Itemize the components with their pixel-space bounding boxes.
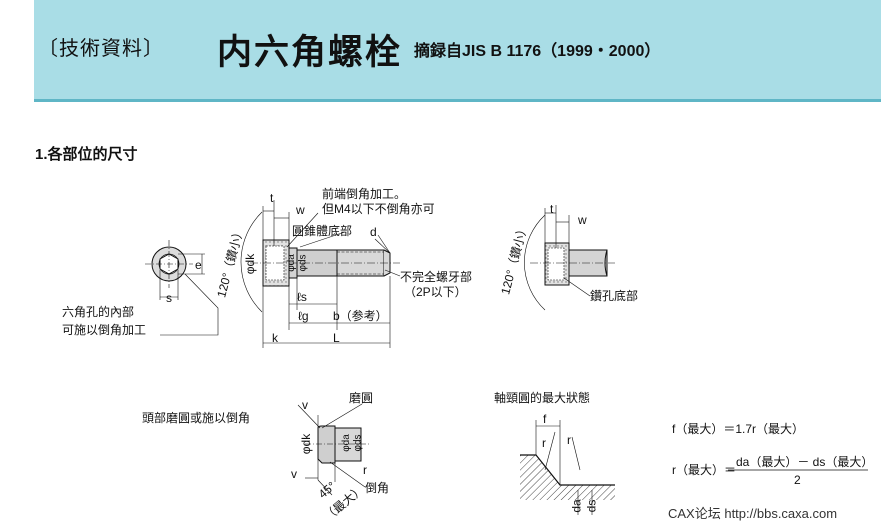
fig4-label-r2: r	[567, 433, 571, 447]
fig1-label-da: φda	[285, 254, 297, 272]
fig3-view	[297, 403, 370, 496]
formula-r-denominator: 2	[794, 473, 801, 487]
fig3-label-da: φda	[340, 434, 352, 452]
fig3-label-v-top: v	[302, 398, 308, 412]
fig3-caption: 頭部磨圓或施以倒角	[142, 411, 251, 425]
formula-r-lhs: r（最大）＝	[672, 463, 736, 477]
fig1-label-ds: φds	[297, 254, 309, 272]
fig2-view	[524, 205, 615, 311]
fig1-label-ls: ℓs	[297, 290, 307, 304]
header-stripe	[34, 99, 881, 102]
fig3-label-ds: φds	[352, 434, 364, 452]
fig1-label-L: L	[333, 331, 340, 345]
fig4-label-r1: r	[542, 436, 546, 450]
fig1-label-hex-2: 可施以倒角加工	[62, 323, 147, 337]
fig1-label-chamfer-1: 前端倒角加工。	[322, 187, 407, 201]
fig4-label-ds: ds	[584, 499, 599, 513]
fig1-label-hex-1: 六角孔的內部	[62, 305, 135, 319]
fig1-label-lg: ℓg	[298, 309, 309, 323]
page-title: 内六角螺栓	[217, 33, 403, 72]
fig1-end-view	[145, 240, 219, 336]
fig2-label-w: w	[578, 213, 587, 227]
fig1-label-b: b（参考）	[333, 309, 388, 323]
fig2-label-t: t	[550, 202, 554, 216]
formula-f-max: f（最大）＝1.7r（最大）	[672, 422, 805, 436]
fig4-caption: 軸頸圓的最大狀態	[494, 391, 591, 405]
fig1-label-incomplete-1: 不完全螺牙部	[400, 270, 473, 284]
fig3-label-chamfer: 倒角	[365, 481, 390, 495]
header-band	[34, 0, 881, 99]
fig3-label-r: r	[363, 463, 367, 477]
header-source: 摘録自JIS B 1176（1999・2000）	[414, 43, 661, 60]
fig4-label-da: da	[569, 499, 584, 513]
fig2-label-drill-bottom: 鑽孔底部	[590, 289, 639, 303]
fig4-view	[520, 420, 615, 515]
fig3-label-v: v	[291, 467, 297, 481]
fig1-label-s: s	[166, 291, 172, 305]
fig4-label-f: f	[543, 412, 547, 426]
watermark: CAX论坛 http://bbs.caxa.com	[668, 506, 838, 521]
fig1-label-k: k	[272, 331, 278, 345]
fig1-label-e: e	[195, 258, 202, 272]
fig1-label-d: d	[370, 225, 377, 239]
fig1-label-w: w	[296, 203, 305, 217]
formula-r-numerator: da（最大）－ ds（最大）	[736, 455, 874, 469]
fig1-label-chamfer-2: 但M4以下不倒角亦可	[322, 202, 435, 216]
fig1-label-t: t	[270, 191, 274, 205]
fig1-label-cone-bottom: 圓錐體底部	[292, 224, 353, 238]
fig1-side-view	[240, 200, 401, 348]
fig3-label-dk: φdk	[299, 433, 314, 455]
fig1-label-incomplete-2: （2P以下）	[404, 285, 467, 299]
section-title: 1.各部位的尺寸	[35, 146, 138, 163]
fig3-label-round: 磨圓	[349, 391, 374, 405]
header-category: 〔技術資料〕	[38, 38, 164, 60]
fig1-label-dk: φdk	[243, 253, 258, 275]
